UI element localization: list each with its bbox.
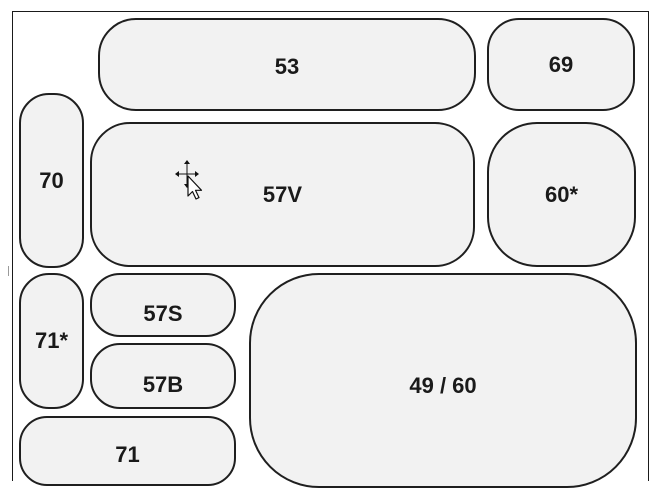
tile-60-star[interactable]: 60* <box>487 122 636 267</box>
tile-69-label: 69 <box>548 51 574 77</box>
tile-53-label: 53 <box>274 53 300 79</box>
tile-57s[interactable]: 57S <box>90 273 236 337</box>
tile-57v-label: 57V <box>262 181 303 207</box>
tile-70[interactable]: 70 <box>19 93 84 268</box>
tile-71[interactable]: 71 <box>19 416 236 486</box>
tile-57s-label: 57S <box>143 301 183 326</box>
tile-69[interactable]: 69 <box>487 18 635 111</box>
tile-49-60[interactable]: 49 / 60 <box>249 273 637 488</box>
tile-49-60-label: 49 / 60 <box>409 372 477 398</box>
tile-71-star[interactable]: 71* <box>19 273 84 409</box>
tile-57b-label: 57B <box>142 372 184 397</box>
tile-60-star-label: 60* <box>544 181 579 207</box>
tile-70-label: 70 <box>39 167 64 193</box>
layout-frame <box>12 11 649 481</box>
tile-71-star-label: 71* <box>34 328 69 353</box>
tile-57v[interactable]: 57V <box>90 122 475 267</box>
edge-tick-mark <box>8 266 9 276</box>
tile-53[interactable]: 53 <box>98 18 476 111</box>
tile-57b[interactable]: 57B <box>90 343 236 409</box>
tile-71-label: 71 <box>115 442 140 467</box>
